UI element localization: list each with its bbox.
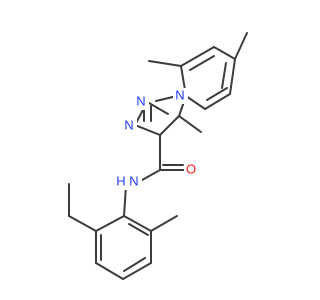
molecule-canvas: N N N O H N <box>68 32 248 280</box>
bond <box>180 46 215 67</box>
triazole-methyl-bond <box>178 115 202 133</box>
label-background <box>122 118 137 134</box>
label-backgrounds <box>114 88 199 190</box>
nitrogen-atom-n2: N <box>136 93 145 108</box>
amide-nitrogen: N <box>129 173 138 188</box>
nitrogen-atom-n1: N <box>175 87 184 102</box>
bond <box>229 58 236 95</box>
bond <box>159 115 180 136</box>
bond <box>95 262 124 280</box>
bond <box>123 215 152 232</box>
label-background <box>184 162 199 178</box>
methyl-bond <box>148 60 182 67</box>
bond <box>206 87 228 101</box>
carboxamide-bonds <box>134 134 186 185</box>
label-background <box>173 88 188 104</box>
oxygen-atom: O <box>186 161 196 176</box>
methyl-bond <box>234 32 248 60</box>
bond <box>123 185 127 217</box>
molecule-diagram: N N N O H N <box>68 32 248 280</box>
ring-substituents <box>68 183 178 232</box>
bond <box>123 257 146 272</box>
amide-hydrogen: H <box>116 173 125 188</box>
ring-methyl-bond <box>150 215 178 232</box>
bond <box>189 55 215 71</box>
bond <box>128 223 149 236</box>
atom-labels: N N N O H N <box>116 87 196 188</box>
bond <box>221 62 227 89</box>
bond <box>122 262 152 280</box>
ethyl-bond <box>68 215 97 232</box>
dimethylphenyl-ring-bonds <box>180 46 236 110</box>
bond <box>134 124 161 136</box>
bond <box>148 102 169 115</box>
bond <box>204 93 231 110</box>
methyl-substituents <box>148 32 248 67</box>
ethylmethylphenyl-ring-bonds <box>95 185 152 280</box>
bond <box>95 215 125 232</box>
nitrogen-atom-n3: N <box>124 117 133 132</box>
bond <box>185 95 206 110</box>
label-background <box>134 94 149 110</box>
bond <box>213 46 236 60</box>
label-background <box>114 174 142 190</box>
